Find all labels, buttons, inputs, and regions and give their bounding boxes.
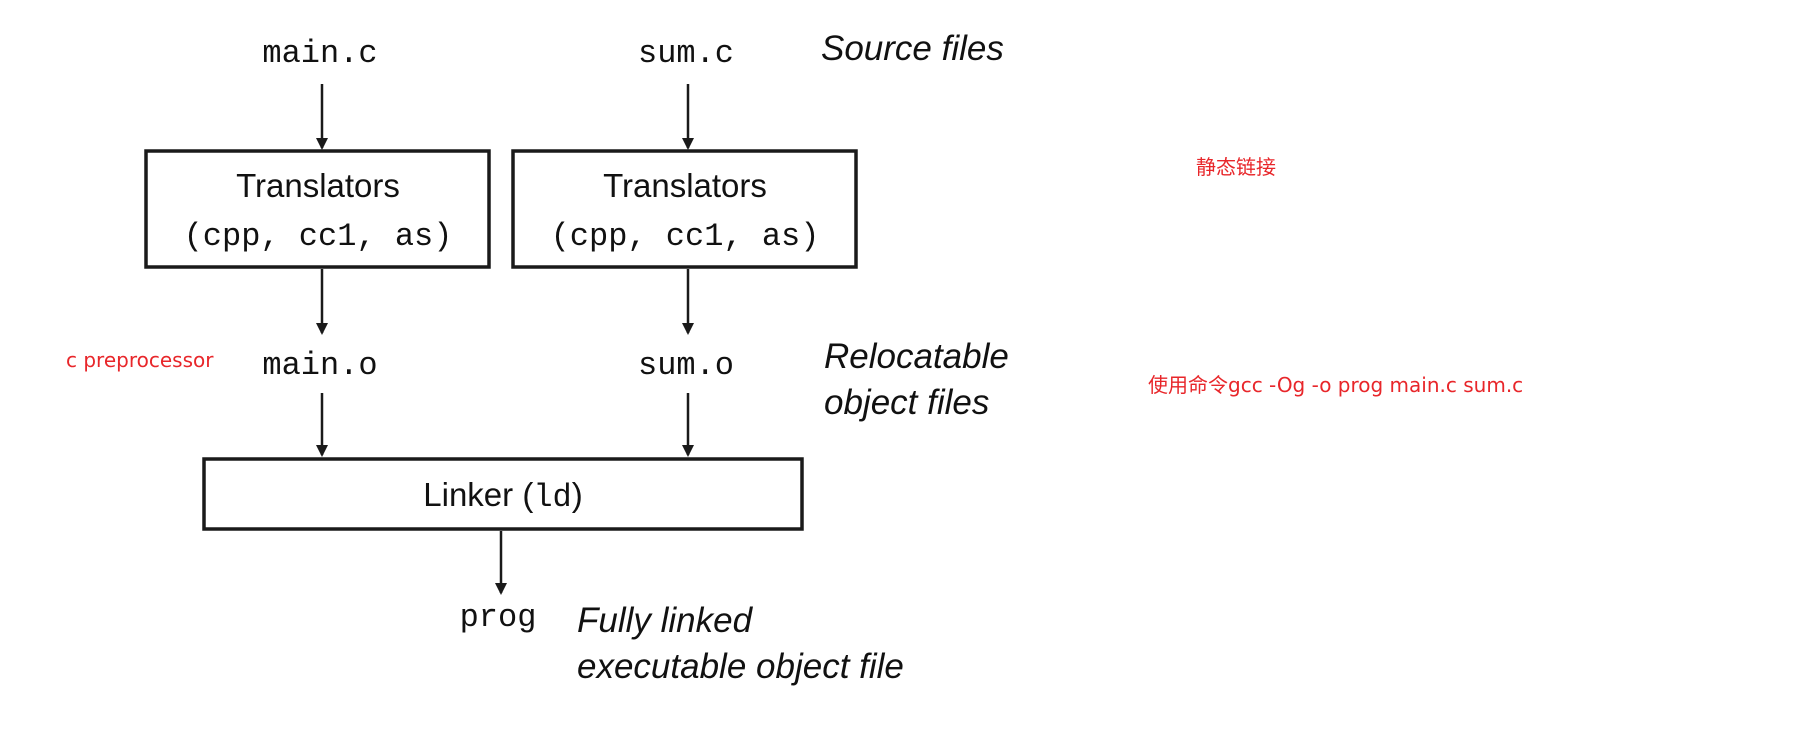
output-label-line2: executable object file — [577, 647, 904, 686]
translator-detail-sum: (cpp, cc1, as) — [551, 218, 820, 255]
annotation-c-preprocessor: c preprocessor — [66, 348, 214, 372]
source-files-label: Source files — [821, 29, 1004, 68]
linker-box — [202, 457, 804, 531]
translator-box-main — [144, 149, 491, 269]
translator-box-sum — [511, 149, 858, 269]
translator-title-main: Translators — [236, 167, 400, 204]
output-file-prog: prog — [460, 599, 537, 636]
output-label-line1: Fully linked — [577, 601, 754, 640]
translator-title-sum: Translators — [603, 167, 767, 204]
annotation-static-linking: 静态链接 — [1196, 155, 1276, 179]
object-file-main-o: main.o — [262, 347, 377, 384]
linker-label: Linker (ld) — [423, 476, 582, 516]
relocatable-label-line1: Relocatable — [824, 337, 1009, 376]
translator-detail-main: (cpp, cc1, as) — [184, 218, 453, 255]
source-file-main-c: main.c — [262, 35, 377, 72]
annotation-gcc-command: 使用命令gcc -Og -o prog main.c sum.c — [1148, 373, 1523, 397]
relocatable-label-line2: object files — [824, 383, 989, 422]
object-file-sum-o: sum.o — [638, 347, 734, 384]
source-file-sum-c: sum.c — [638, 35, 734, 72]
